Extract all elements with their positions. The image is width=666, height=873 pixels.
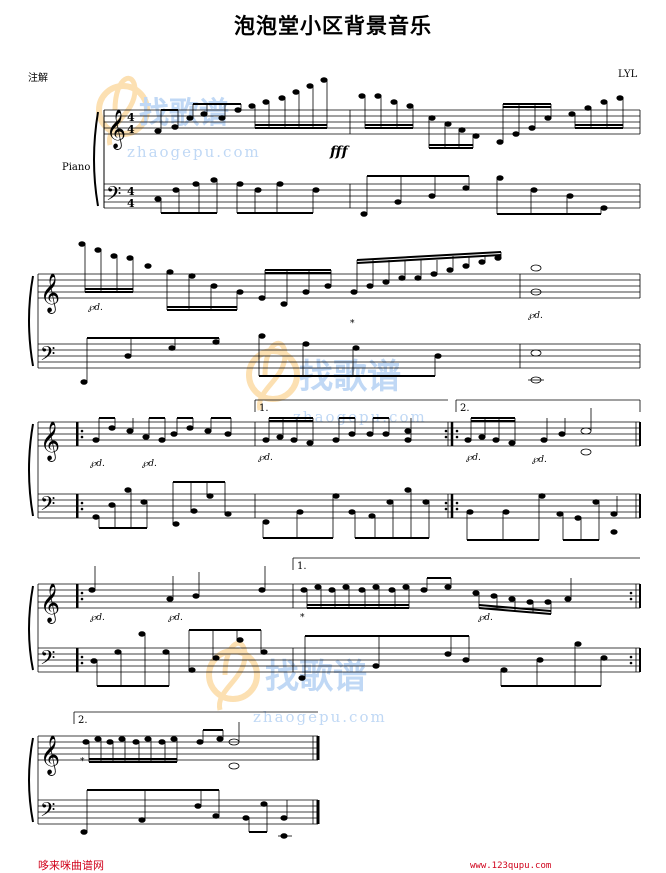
time-sig-bottom-bass: 4 [127, 197, 135, 210]
pedal-mark: ℘d. [168, 613, 183, 623]
watermark-brand-3: 找歌谱 [265, 657, 367, 697]
treble-staff-5 [38, 735, 318, 761]
pedal-mark: ℘d. [258, 453, 273, 463]
footer-site-name: 哆来咪曲谱网 [38, 859, 104, 872]
pedal-mark: ℘d. [90, 613, 105, 623]
arranger-label: LYL [618, 69, 638, 80]
notes-system-4 [88, 566, 572, 615]
bass-clef-4: 𝄢 [40, 646, 55, 674]
treble-clef-4: 𝄞 [40, 583, 60, 624]
treble-staff-2 [38, 273, 640, 299]
notes-system-3 [92, 408, 592, 456]
pedal-mark: ℘d. [532, 455, 547, 465]
bass-staff-2 [38, 343, 640, 369]
bass-notes-system-4 [90, 629, 608, 687]
watermark-url-3: zhaogepu.com [253, 708, 387, 726]
treble-clef-3: 𝄞 [40, 421, 60, 462]
bass-staff-4 [38, 647, 640, 673]
bass-notes-system-1 [154, 175, 608, 217]
volta-2-label-a: 2. [460, 403, 470, 414]
pedal-mark: ℘d. [88, 303, 103, 313]
bass-notes-system-3 [92, 481, 618, 541]
pedal-mark: ℘d. [142, 459, 157, 469]
bass-staff-5 [38, 799, 318, 825]
dynamic-fff: fff [329, 144, 351, 160]
notes-system-1 [154, 77, 624, 149]
pedal-mark: ℘d. [90, 459, 105, 469]
footer-site-url[interactable]: www.123qupu.com [470, 861, 552, 871]
volta-1-label-b: 1. [297, 561, 307, 572]
bass-clef-2: 𝄢 [40, 342, 55, 370]
bass-notes-system-2 [80, 333, 544, 385]
time-sig-bottom-treble: 4 [127, 123, 135, 136]
treble-clef-1: 𝄞 [106, 109, 126, 150]
system-5 [28, 711, 320, 825]
bass-clef-3: 𝄢 [40, 492, 55, 520]
treble-clef-5: 𝄞 [40, 735, 60, 776]
pedal-release: * [300, 613, 305, 623]
notes-system-2 [78, 241, 542, 311]
pedal-release: * [350, 319, 355, 329]
pedal-mark: ℘d. [528, 311, 543, 321]
bass-clef-1: 𝄢 [106, 182, 121, 210]
pedal-release: * [80, 757, 85, 767]
volta-1-label-a: 1. [259, 403, 269, 414]
watermark-url-2: zhaogepu.com [293, 408, 427, 426]
bass-clef-5: 𝄢 [40, 798, 55, 826]
watermark-brand-1: 找歌谱 [139, 96, 229, 131]
treble-clef-2: 𝄞 [40, 273, 60, 314]
volta-2-label-b: 2. [78, 715, 88, 726]
system-2 [28, 273, 641, 369]
time-sig-top-treble: 4 [127, 111, 135, 124]
instrument-label: Piano [62, 162, 90, 173]
notes-system-5 [82, 722, 240, 770]
annotation-label: 注解 [28, 73, 48, 84]
pedal-mark: ℘d. [478, 613, 493, 623]
pedal-mark: ℘d. [466, 453, 481, 463]
bass-staff-3 [38, 493, 640, 519]
page-title: 泡泡堂小区背景音乐 [234, 14, 432, 38]
time-sig-top-bass: 4 [127, 185, 135, 198]
bass-staff-1 [104, 183, 640, 209]
watermark-url-1: zhaogepu.com [127, 143, 261, 161]
bass-notes-system-5 [80, 789, 292, 839]
